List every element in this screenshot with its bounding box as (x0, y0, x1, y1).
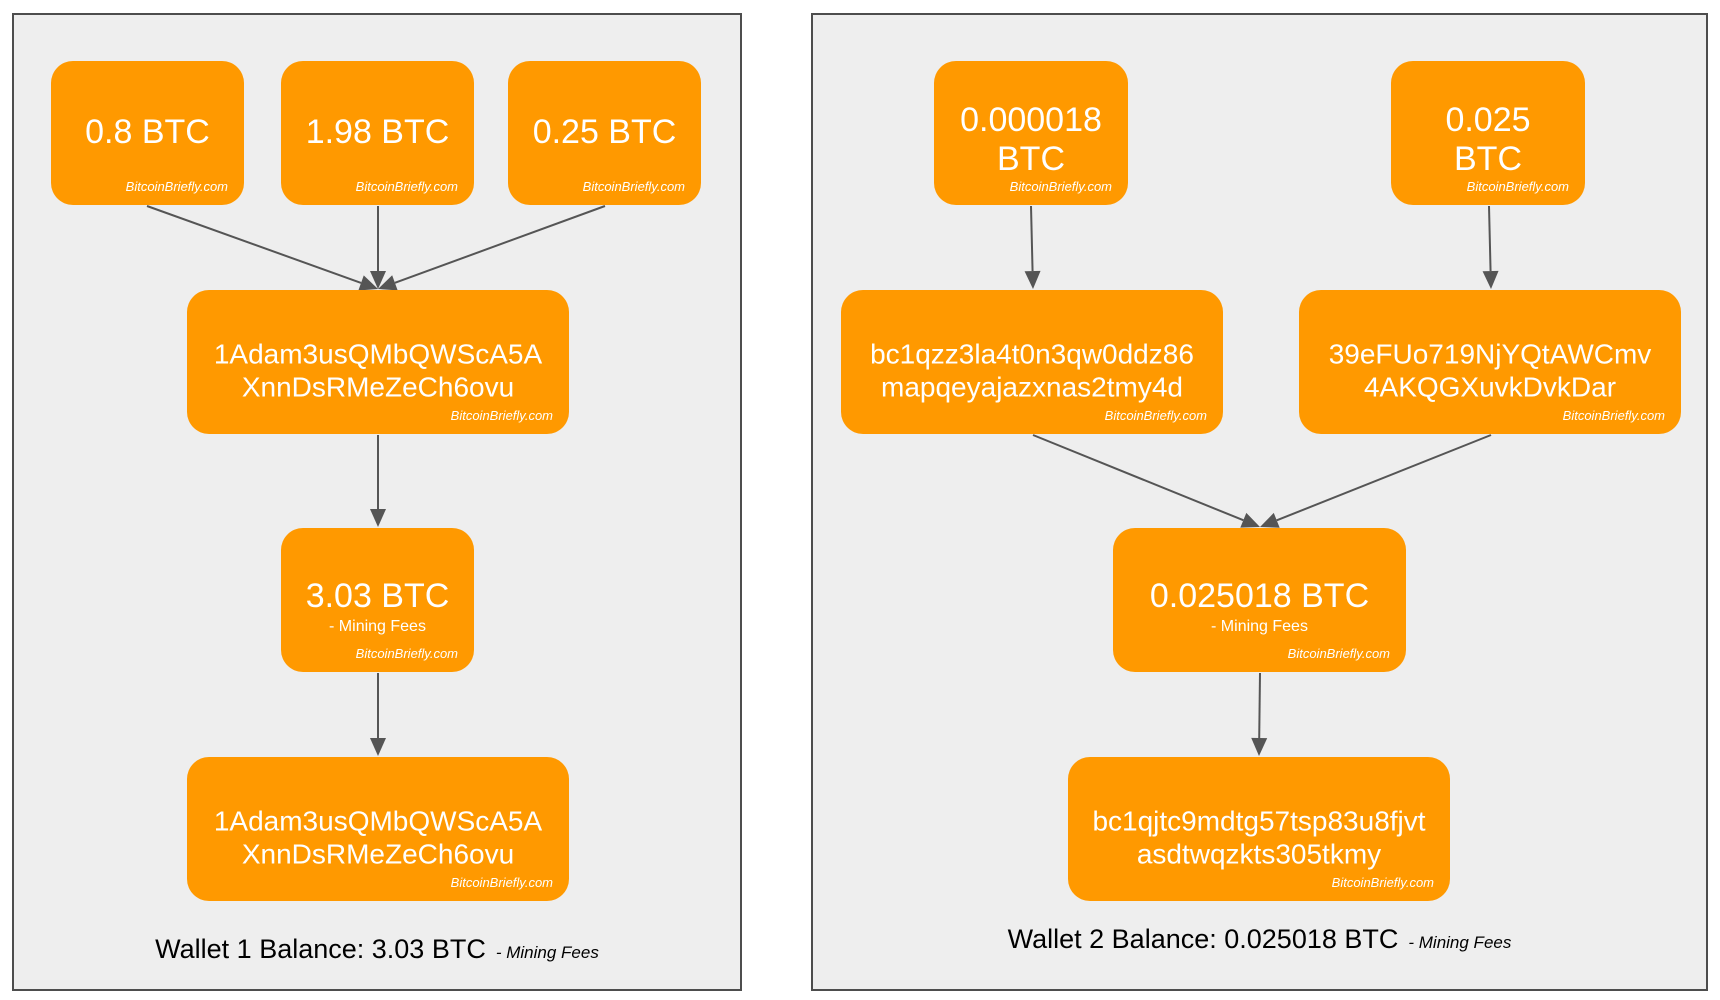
edge-line (1258, 672, 1261, 739)
node-w1-out: 1Adam3usQMbQWScA5AXnnDsRMeZeCh6ovuBitcoi… (187, 757, 569, 901)
arrowhead-icon (370, 271, 386, 289)
node-label-line: XnnDsRMeZeCh6ovu (242, 371, 514, 402)
node-label-line: BTC (997, 140, 1065, 178)
wallet-2-cluster: 0.000018BTCBitcoinBriefly.com0.025BTCBit… (811, 13, 1708, 991)
arrowhead-icon (370, 509, 386, 527)
edge-line (146, 205, 362, 284)
node-w2-out: bc1qjtc9mdtg57tsp83u8fjvtasdtwqzkts305tk… (1068, 757, 1450, 901)
node-box (1113, 528, 1406, 672)
edge-w1-in-1-to-w1-addr (146, 205, 378, 291)
arrowhead-icon (1024, 270, 1041, 289)
arrowhead-icon (1260, 512, 1280, 528)
node-subtitle: - Mining Fees (1211, 618, 1308, 635)
edge-w2-addr-1-to-w2-total (1032, 434, 1260, 528)
arrowhead-icon (370, 738, 386, 756)
node-box (1391, 61, 1585, 205)
node-label-line: 4AKQGXuvkDvkDar (1364, 371, 1616, 402)
arrowhead-icon (1251, 737, 1268, 756)
edge-w2-in-2-to-w2-addr-2 (1482, 205, 1499, 289)
node-label-line: 0.8 BTC (85, 113, 210, 151)
watermark-text: BitcoinBriefly.com (1288, 646, 1391, 661)
node-box (1299, 290, 1681, 434)
watermark-text: BitcoinBriefly.com (451, 408, 554, 423)
node-w2-addr-1: bc1qzz3la4t0n3qw0ddz86mapqeyajazxnas2tmy… (841, 290, 1223, 434)
arrowhead-icon (358, 275, 378, 291)
edge-w1-total-to-w1-out (370, 673, 386, 756)
node-w1-in-1: 0.8 BTC BitcoinBriefly.com (51, 61, 244, 205)
watermark-text: BitcoinBriefly.com (1105, 408, 1208, 423)
watermark-text: BitcoinBriefly.com (1332, 875, 1435, 890)
watermark-text: BitcoinBriefly.com (1467, 179, 1570, 194)
node-label-line: 1Adam3usQMbQWScA5A (214, 338, 543, 369)
node-label-line: 0.025 (1445, 101, 1530, 139)
node-label-line: 3.03 BTC (306, 577, 450, 615)
watermark-text: BitcoinBriefly.com (583, 179, 686, 194)
node-w2-total: 0.025018 BTC - Mining FeesBitcoinBriefly.… (1113, 528, 1406, 672)
arrowhead-icon (378, 275, 398, 291)
node-w2-addr-2: 39eFUo719NjYQtAWCmv4AKQGXuvkDvkDarBitcoi… (1299, 290, 1681, 434)
node-w1-addr: 1Adam3usQMbQWScA5AXnnDsRMeZeCh6ovuBitcoi… (187, 290, 569, 434)
edge-w1-addr-to-w1-total (370, 435, 386, 527)
node-label-line: 0.000018 (960, 101, 1102, 139)
mining-fees-note: - Mining Fees (496, 943, 599, 962)
edge-w2-addr-2-to-w2-total (1260, 434, 1492, 528)
wallet-2-balance-label: Wallet 2 Balance: 0.025018 BTC - Mining F… (1008, 924, 1512, 954)
node-box (281, 528, 474, 672)
edge-w2-total-to-w2-out (1251, 672, 1268, 756)
wallet-1-cluster: 0.8 BTC BitcoinBriefly.com 1.98 BTC Bitcoin… (12, 13, 742, 991)
edge-line (1030, 205, 1034, 272)
watermark-text: BitcoinBriefly.com (356, 646, 459, 661)
watermark-text: BitcoinBriefly.com (451, 875, 554, 890)
watermark-text: BitcoinBriefly.com (1010, 179, 1113, 194)
arrowhead-icon (1240, 512, 1260, 528)
edge-w1-in-2-to-w1-addr (370, 206, 386, 289)
node-label-line: bc1qjtc9mdtg57tsp83u8fjvt (1092, 805, 1425, 836)
node-label-line: 1Adam3usQMbQWScA5A (214, 805, 543, 836)
node-label-line: 0.025018 BTC (1150, 577, 1369, 615)
edge-line (1488, 205, 1492, 272)
edge-w2-in-1-to-w2-addr-1 (1024, 205, 1041, 289)
node-box (187, 290, 569, 434)
node-box (187, 757, 569, 901)
node-box (508, 61, 701, 205)
node-box (934, 61, 1128, 205)
watermark-text: BitcoinBriefly.com (1563, 408, 1666, 423)
node-label-line: mapqeyajazxnas2tmy4d (881, 371, 1183, 402)
node-label-line: 0.25 BTC (533, 113, 677, 151)
node-box (841, 290, 1223, 434)
node-label-line: 39eFUo719NjYQtAWCmv (1329, 338, 1652, 369)
node-box (1068, 757, 1450, 901)
node-label-line: 1.98 BTC (306, 113, 450, 151)
node-label-line: bc1qzz3la4t0n3qw0ddz86 (870, 338, 1194, 369)
node-box (51, 61, 244, 205)
edge-line (1032, 434, 1244, 522)
node-w1-in-2: 1.98 BTC BitcoinBriefly.com (281, 61, 474, 205)
node-label-line: XnnDsRMeZeCh6ovu (242, 838, 514, 869)
wallet-1-balance-label: Wallet 1 Balance: 3.03 BTC - Mining Fees (155, 934, 599, 964)
arrowhead-icon (1482, 270, 1499, 289)
node-box (281, 61, 474, 205)
watermark-text: BitcoinBriefly.com (356, 179, 459, 194)
node-subtitle: - Mining Fees (329, 618, 426, 635)
edge-line (394, 205, 606, 284)
node-label-line: BTC (1454, 140, 1522, 178)
edge-w1-in-3-to-w1-addr (378, 205, 606, 291)
node-w1-in-3: 0.25 BTC BitcoinBriefly.com (508, 61, 701, 205)
balance-text: Wallet 2 Balance: 0.025018 BTC (1008, 924, 1399, 954)
node-label-line: asdtwqzkts305tkmy (1137, 838, 1381, 869)
balance-text: Wallet 1 Balance: 3.03 BTC (155, 934, 486, 964)
watermark-text: BitcoinBriefly.com (126, 179, 229, 194)
mining-fees-note: - Mining Fees (1408, 933, 1511, 952)
edge-line (1276, 434, 1492, 522)
